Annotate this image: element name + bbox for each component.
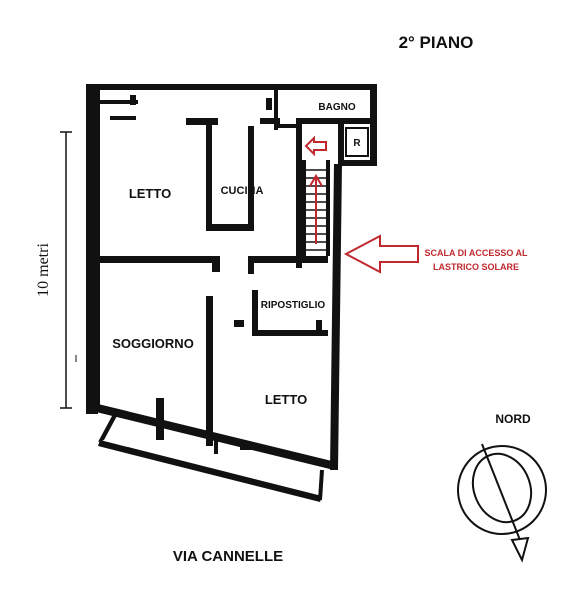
room-label-cucina: CUCINA	[221, 185, 264, 197]
compass-label: NORD	[495, 412, 531, 426]
room-label-r: R	[353, 138, 361, 149]
street-label: VIA CANNELLE	[173, 548, 283, 565]
annotation-arrow-icon	[343, 234, 419, 274]
room-label-soggiorno: SOGGIORNO	[112, 336, 194, 351]
room-label-letto-bottom: LETTO	[265, 392, 307, 407]
floor-title: 2° PIANO	[399, 33, 474, 52]
room-label-bagno: BAGNO	[318, 102, 355, 113]
stair-arrow-icon	[304, 135, 327, 244]
compass-icon	[457, 443, 547, 563]
room-label-letto-top: LETTO	[129, 186, 171, 201]
scale-label: 10 metri	[35, 243, 52, 297]
walls	[86, 84, 377, 502]
room-label-ripostiglio: RIPOSTIGLIO	[261, 300, 326, 311]
annotation-line-2: LASTRICO SOLARE	[433, 262, 519, 272]
annotation-line-1: SCALA DI ACCESSO AL	[424, 248, 528, 258]
r-box	[345, 127, 369, 157]
scale-bar	[60, 131, 77, 409]
